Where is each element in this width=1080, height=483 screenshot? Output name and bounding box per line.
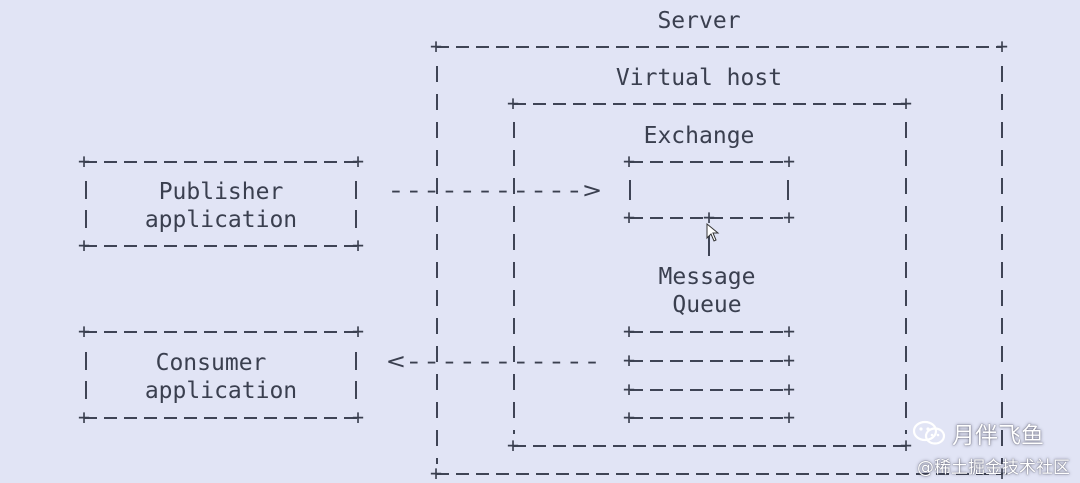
consumer-box: + + + + Consumer application [78, 319, 364, 429]
message-queue: Message Queue + + + + + + + + [623, 264, 795, 429]
watermark-community: @稀土掘金技术社区 [917, 458, 1070, 478]
server-corner-br: + [996, 461, 1008, 483]
publisher-plus: + [78, 149, 90, 173]
exchange-corner-tl: + [623, 149, 635, 173]
server-corner-bl: + [430, 461, 442, 483]
publisher-plus: + [352, 149, 364, 173]
vhost-label: Virtual host [616, 65, 782, 91]
exchange-corner-bl: + [623, 205, 635, 229]
consumer-plus: + [78, 319, 90, 343]
consumer-label-line2: application [145, 378, 297, 404]
consume-arrow: <----------- [387, 349, 601, 375]
queue-plus: + [783, 405, 795, 429]
server-box: + + + + Server [430, 8, 1008, 483]
queue-plus: + [623, 405, 635, 429]
queue-plus: + [783, 377, 795, 401]
publisher-label-line2: application [145, 207, 297, 233]
mouse-cursor-icon [706, 222, 720, 242]
consumer-plus: + [352, 319, 364, 343]
consumer-plus: + [78, 405, 90, 429]
exchange-corner-br: + [783, 205, 795, 229]
publish-arrow: -----------> [387, 178, 601, 204]
queue-label-line1: Message [659, 264, 756, 290]
queue-plus: + [623, 319, 635, 343]
watermark-account-name: 月伴飞鱼 [952, 423, 1044, 449]
consumer-plus: + [352, 405, 364, 429]
exchange-label: Exchange [644, 123, 755, 149]
publisher-box: + + + + Publisher application [78, 149, 364, 257]
exchange-corner-tr: + [783, 149, 795, 173]
server-corner-tl: + [430, 34, 442, 58]
queue-plus: + [783, 348, 795, 372]
wechat-icon [912, 420, 946, 445]
vhost-corner-bl: + [507, 433, 519, 457]
publisher-plus: + [78, 233, 90, 257]
watermark-account: 月伴飞鱼 [912, 416, 1044, 450]
queue-plus: + [623, 377, 635, 401]
publisher-label-line1: Publisher [159, 179, 284, 205]
vhost-corner-tl: + [507, 91, 519, 115]
queue-plus: + [783, 319, 795, 343]
server-label: Server [657, 8, 740, 34]
exchange-binding-plus: + [703, 205, 715, 229]
publisher-plus: + [352, 233, 364, 257]
virtual-host-box: + + + + Virtual host [507, 65, 912, 457]
vhost-corner-br: + [900, 433, 912, 457]
exchange-box: Exchange + + + + + [623, 123, 795, 229]
vhost-corner-tr: + [900, 91, 912, 115]
server-corner-tr: + [996, 34, 1008, 58]
queue-plus: + [623, 348, 635, 372]
consumer-label-line1: Consumer [156, 350, 267, 376]
queue-label-line2: Queue [672, 292, 741, 318]
